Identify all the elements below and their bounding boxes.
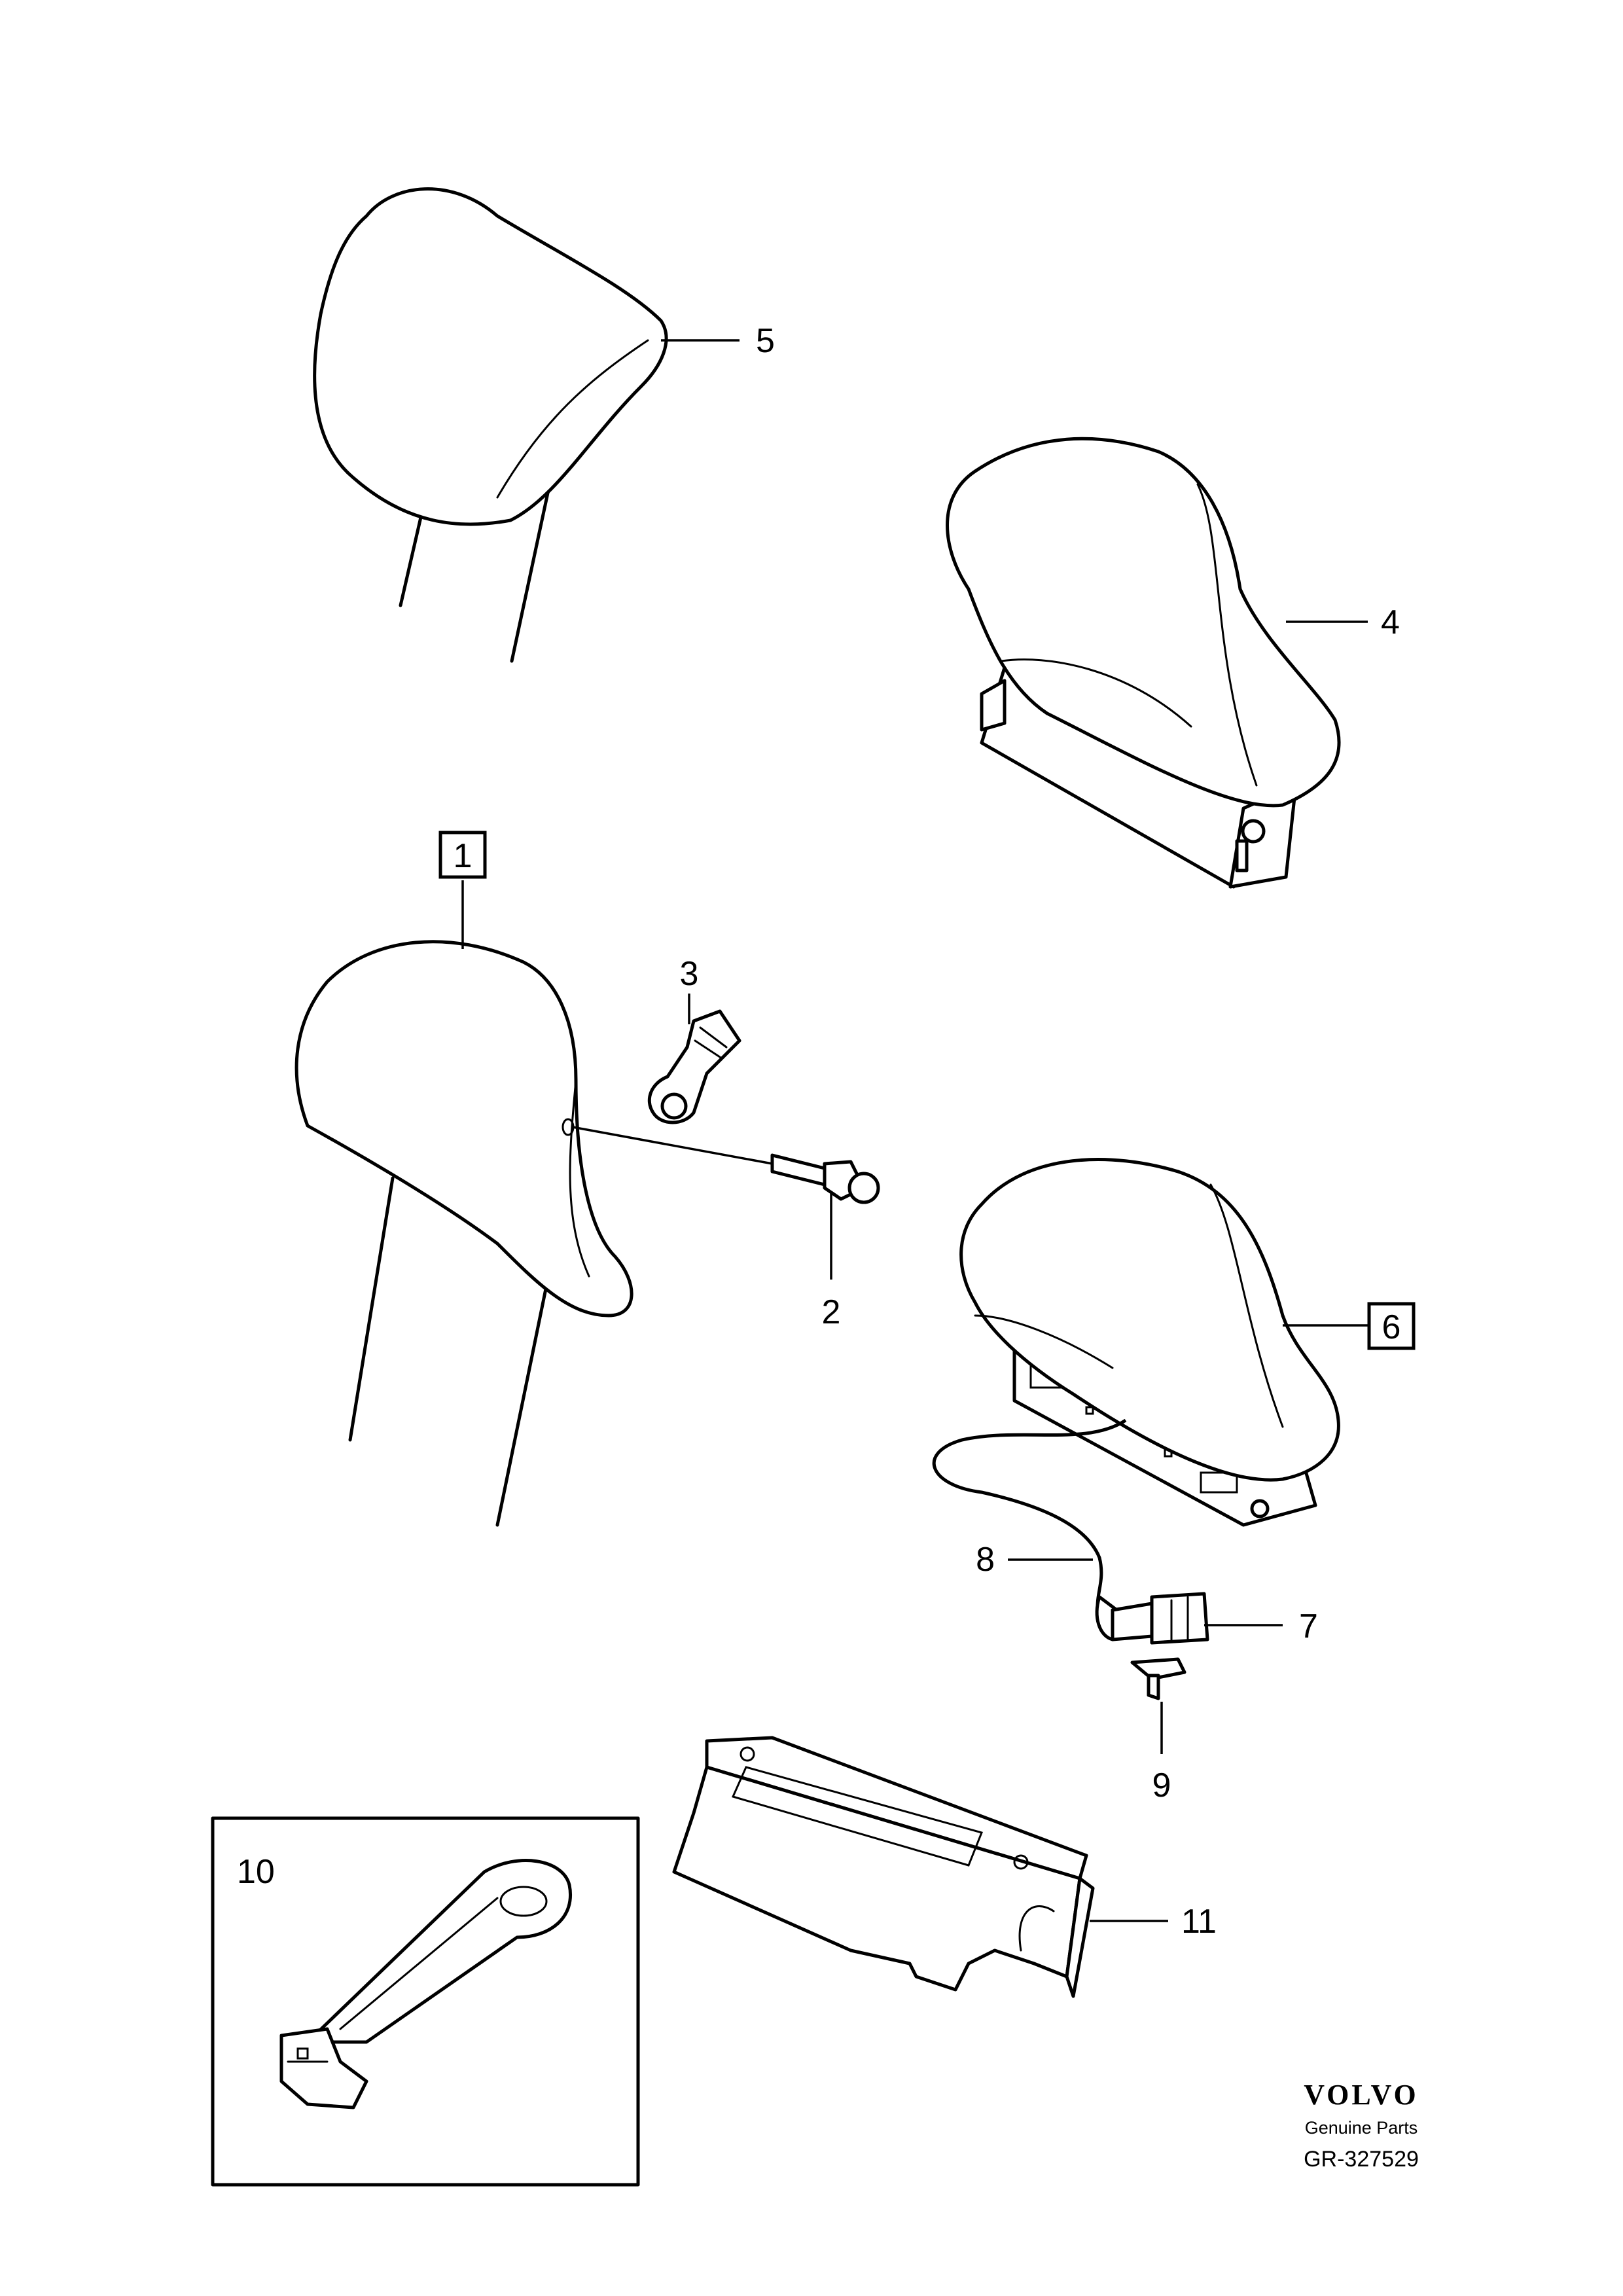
callout-9: 9 [1152, 1767, 1171, 1804]
brand-tagline: Genuine Parts [1305, 2118, 1418, 2138]
headrest-part-6 [959, 1158, 1340, 1527]
callout-7: 7 [1299, 1607, 1318, 1645]
diagram-reference: GR-327529 [1304, 2147, 1419, 2172]
lock-lever-part-3 [647, 1009, 741, 1124]
callout-box-1 [438, 831, 487, 879]
callout-4: 4 [1381, 603, 1400, 641]
pin-part-2 [770, 1153, 880, 1204]
callout-box-6 [1367, 1302, 1416, 1350]
tool-part-10 [279, 1859, 572, 2109]
callout-10: 10 [237, 1853, 275, 1891]
connector-part-7 [1095, 1592, 1209, 1645]
callout-1: 1 [454, 837, 473, 875]
assembly-axis-line [572, 1126, 773, 1165]
frame-housing-part-11 [672, 1736, 1095, 1998]
clip-part-9 [1130, 1657, 1186, 1700]
callout-2: 2 [822, 1293, 841, 1331]
brand-logo: VOLVO [1304, 2079, 1419, 2111]
callout-8: 8 [976, 1541, 995, 1579]
callout-3: 3 [680, 955, 699, 993]
cable-part-8 [932, 1418, 1127, 1617]
callout-5: 5 [756, 322, 775, 360]
callout-11: 11 [1181, 1903, 1217, 1941]
callout-6: 6 [1382, 1308, 1401, 1346]
headrest-part-4 [946, 437, 1341, 889]
headrest-part-5 [313, 187, 668, 663]
headrest-part-1 [294, 940, 633, 1527]
